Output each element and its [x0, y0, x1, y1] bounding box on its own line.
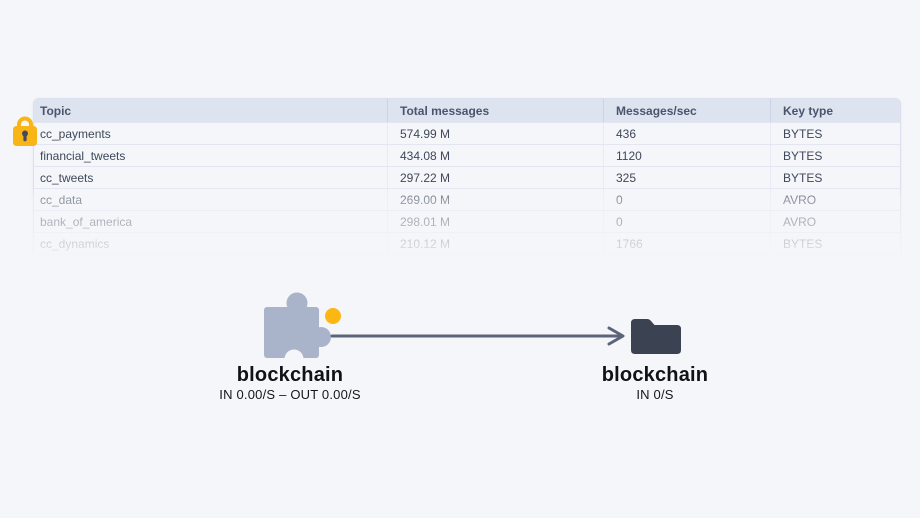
topic-cell: cc_tweets [40, 170, 94, 185]
rate-cell: 325 [603, 167, 770, 188]
table-row[interactable]: cc_payments 574.99 M 436 BYTES [34, 122, 900, 144]
table-row[interactable]: cc_dynamics 210.12 M 1766 BYTES [34, 232, 900, 254]
topic-cell: financial_tweets [40, 148, 126, 163]
total-cell: 297.22 M [387, 167, 603, 188]
connection-arrow-icon [330, 326, 625, 346]
table-row[interactable]: cc_tweets 297.22 M 325 BYTES [34, 166, 900, 188]
total-cell: 574.99 M [387, 123, 603, 144]
source-node-rate: IN 0.00/S – OUT 0.00/S [219, 387, 361, 402]
topic-cell: cc_data [40, 192, 83, 207]
column-header-messages-sec[interactable]: Messages/sec [603, 99, 770, 122]
topic-cell: cc_dynamics [40, 236, 110, 251]
column-header-key-type[interactable]: Key type [770, 99, 900, 122]
rate-cell: 0 [603, 211, 770, 232]
total-cell: 269.00 M [387, 189, 603, 210]
folder-icon[interactable] [630, 317, 682, 355]
rate-cell: 0 [603, 189, 770, 210]
lock-icon [13, 116, 37, 146]
source-node-label[interactable]: blockchain [236, 364, 344, 386]
table-row-partial [34, 254, 900, 263]
rate-cell: 436 [603, 123, 770, 144]
puzzle-piece-icon[interactable] [264, 292, 332, 359]
key-type-cell: AVRO [770, 189, 900, 210]
table-row[interactable]: cc_data 269.00 M 0 AVRO [34, 188, 900, 210]
topics-table: Topic Total messages Messages/sec Key ty… [33, 98, 901, 263]
key-type-cell: BYTES [770, 123, 900, 144]
table-row[interactable]: bank_of_america 298.01 M 0 AVRO [34, 210, 900, 232]
table-row[interactable]: financial_tweets 434.08 M 1120 BYTES [34, 144, 900, 166]
column-header-topic[interactable]: Topic [40, 103, 72, 118]
total-cell: 434.08 M [387, 145, 603, 166]
topic-cell: bank_of_america [40, 214, 133, 229]
target-node-label[interactable]: blockchain [601, 364, 709, 386]
column-header-total-messages[interactable]: Total messages [387, 99, 603, 122]
key-type-cell: BYTES [770, 233, 900, 254]
target-node-rate: IN 0/S [636, 387, 674, 402]
rate-cell: 1120 [603, 145, 770, 166]
key-type-cell: BYTES [770, 167, 900, 188]
key-type-cell: BYTES [770, 145, 900, 166]
key-type-cell: AVRO [770, 211, 900, 232]
rate-cell: 1766 [603, 233, 770, 254]
status-dot [325, 308, 341, 324]
table-header-row: Topic Total messages Messages/sec Key ty… [34, 99, 900, 122]
topic-cell: cc_payments [40, 126, 111, 141]
total-cell: 298.01 M [387, 211, 603, 232]
total-cell: 210.12 M [387, 233, 603, 254]
